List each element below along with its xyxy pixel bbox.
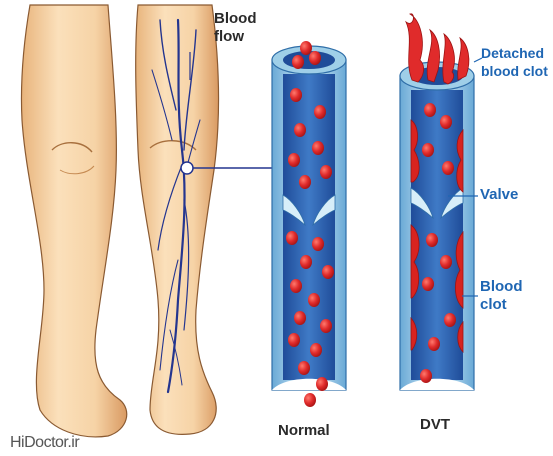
normal-blood-cell [300,255,312,269]
normal-caption: Normal [278,422,330,440]
dvt-blood-cell [420,369,432,383]
dvt-blood-cell [444,313,456,327]
blood-flow-label-line2: flow [214,28,257,46]
detached-clot-label: Detached blood clot [481,44,548,80]
vein-location-marker [181,162,193,174]
dvt-blood-cell [426,233,438,247]
dvt-blood-cell [440,115,452,129]
normal-blood-cell [320,165,332,179]
normal-blood-cell [288,333,300,347]
dvt-blood-cell [442,161,454,175]
detached-label-line2: blood clot [481,62,548,80]
normal-blood-cell [290,279,302,293]
blood-clot-label: Blood clot [480,278,523,314]
normal-blood-cell [304,393,316,407]
dvt-blood-cell [422,277,434,291]
normal-blood-cell [299,175,311,189]
normal-blood-cell [292,55,304,69]
normal-blood-cell [300,41,312,55]
normal-blood-cell [294,123,306,137]
blood-flow-label: Blood flow [214,10,257,46]
dvt-blood-cell [428,337,440,351]
dvt-blood-cell [440,255,452,269]
valve-label: Valve [480,186,518,204]
normal-blood-cell [286,231,298,245]
watermark: HiDoctor.ir [10,434,79,452]
normal-blood-cell [308,293,320,307]
normal-blood-cell [288,153,300,167]
clot-label-line1: Blood [480,278,523,296]
normal-blood-cell [312,141,324,155]
dvt-caption: DVT [420,416,450,434]
normal-blood-cell [290,88,302,102]
dvt-blood-cell [422,143,434,157]
dvt-blood-cell [424,103,436,117]
clot-label-line2: clot [480,296,523,314]
normal-blood-cell [320,319,332,333]
blood-flow-label-line1: Blood [214,10,257,28]
normal-blood-cell [312,237,324,251]
left-leg-shape [21,5,126,437]
normal-vein [272,46,346,390]
left-leg [21,5,126,437]
normal-blood-cell [314,105,326,119]
detached-label-line1: Detached [481,44,548,62]
normal-blood-cell [322,265,334,279]
right-leg-shape [136,5,219,434]
right-leg [136,5,219,434]
normal-blood-cell [310,343,322,357]
normal-blood-cell [316,377,328,391]
normal-blood-cell [298,361,310,375]
normal-blood-cell [294,311,306,325]
normal-blood-cell [309,51,321,65]
dvt-vein-lumen [411,90,463,380]
